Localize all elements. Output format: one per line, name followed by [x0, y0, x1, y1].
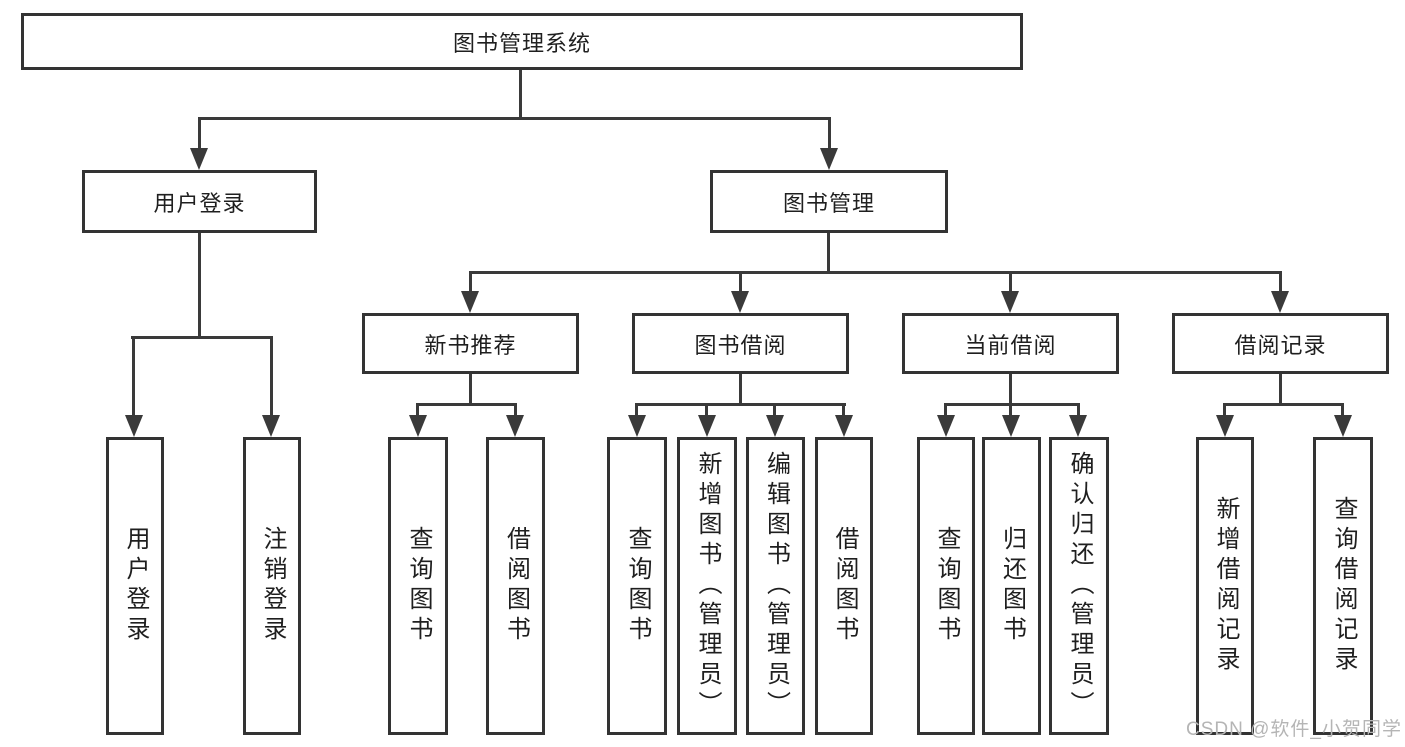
connector-group-bar	[1223, 403, 1344, 406]
connector-level3-bar	[469, 271, 1282, 274]
node-label: 图书管理系统	[452, 30, 591, 56]
connector-stem	[469, 373, 472, 405]
node-add-books-admin: 新增图书（管理员）	[677, 437, 737, 735]
arrow-down-icon	[1002, 415, 1020, 437]
connector-stub	[1009, 271, 1012, 293]
connector-userlogin-stem	[198, 233, 201, 337]
node-new-book-recommendation: 新书推荐	[362, 313, 579, 374]
arrow-down-icon	[766, 415, 784, 437]
connector-level2-bar	[198, 117, 831, 120]
node-label: 用户登录	[153, 190, 246, 216]
arrow-down-icon	[409, 415, 427, 437]
node-label: 新增图书（管理员）	[694, 451, 721, 721]
node-query-books-recommend: 查询图书	[388, 437, 448, 735]
connector-stub	[773, 403, 776, 417]
node-user-login-module: 用户登录	[82, 170, 317, 233]
node-label: 图书借阅	[694, 332, 787, 358]
node-book-borrowing: 图书借阅	[632, 313, 849, 374]
arrow-down-icon	[820, 148, 838, 170]
node-query-books-borrow: 查询图书	[607, 437, 667, 735]
connector-stub	[1009, 403, 1012, 417]
connector-group-bar	[944, 403, 1080, 406]
connector-userlogin-bar	[131, 336, 273, 339]
node-label: 用户登录	[122, 526, 149, 646]
connector-stub	[132, 336, 135, 416]
arrow-down-icon	[262, 415, 280, 437]
connector-stub	[1341, 403, 1344, 417]
connector-stub	[739, 271, 742, 293]
connector-stub	[1279, 271, 1282, 293]
node-label: 新书推荐	[424, 332, 517, 358]
connector-stub	[198, 117, 201, 150]
connector-stem	[1279, 373, 1282, 405]
node-library-management-system: 图书管理系统	[21, 13, 1023, 70]
arrow-down-icon	[1334, 415, 1352, 437]
node-query-books-current: 查询图书	[917, 437, 975, 735]
arrow-down-icon	[1001, 291, 1019, 313]
node-label: 确认归还（管理员）	[1066, 451, 1093, 721]
node-label: 借阅图书	[502, 526, 530, 646]
node-confirm-return-admin: 确认归还（管理员）	[1049, 437, 1109, 735]
connector-group-bar	[635, 403, 846, 406]
connector-stub	[514, 403, 517, 417]
connector-bookmgmt-stem	[827, 233, 830, 274]
node-borrowing-records: 借阅记录	[1172, 313, 1389, 374]
connector-stub	[944, 403, 947, 417]
connector-stub	[842, 403, 845, 417]
arrow-down-icon	[628, 415, 646, 437]
node-label: 查询图书	[933, 526, 960, 646]
node-book-management-module: 图书管理	[710, 170, 948, 233]
node-query-borrow-record: 查询借阅记录	[1313, 437, 1373, 735]
node-label: 编辑图书（管理员）	[762, 451, 790, 721]
arrow-down-icon	[1271, 291, 1289, 313]
watermark-csdn: CSDN @软件_小贺同学	[1186, 719, 1402, 740]
node-label: 借阅图书	[831, 526, 858, 646]
connector-stub	[416, 403, 419, 417]
connector-root-stem	[519, 70, 522, 118]
node-label: 查询借阅记录	[1330, 496, 1357, 676]
node-label: 借阅记录	[1234, 332, 1327, 358]
connector-stem	[739, 373, 742, 405]
arrow-down-icon	[190, 148, 208, 170]
arrow-down-icon	[125, 415, 143, 437]
arrow-down-icon	[835, 415, 853, 437]
arrow-down-icon	[731, 291, 749, 313]
node-logout: 注销登录	[243, 437, 301, 735]
node-label: 查询图书	[624, 526, 651, 646]
node-borrow-books-recommend: 借阅图书	[486, 437, 545, 735]
node-edit-books-admin: 编辑图书（管理员）	[746, 437, 805, 735]
node-label: 图书管理	[782, 190, 875, 216]
arrow-down-icon	[461, 291, 479, 313]
node-label: 新增借阅记录	[1212, 496, 1239, 676]
node-current-borrowing: 当前借阅	[902, 313, 1119, 374]
node-label: 查询图书	[405, 526, 432, 646]
node-return-books: 归还图书	[982, 437, 1041, 735]
connector-stub	[270, 336, 273, 416]
connector-group-bar	[416, 403, 517, 406]
connector-stub	[469, 271, 472, 293]
connector-stub	[1077, 403, 1080, 417]
node-add-borrow-record: 新增借阅记录	[1196, 437, 1254, 735]
node-label: 归还图书	[998, 526, 1026, 646]
node-user-login: 用户登录	[106, 437, 164, 735]
arrow-down-icon	[1216, 415, 1234, 437]
node-label: 当前借阅	[964, 332, 1057, 358]
connector-stem	[1009, 373, 1012, 405]
node-label: 注销登录	[259, 526, 286, 646]
connector-stub	[705, 403, 708, 417]
connector-stub	[635, 403, 638, 417]
arrow-down-icon	[698, 415, 716, 437]
connector-stub	[828, 117, 831, 150]
arrow-down-icon	[1069, 415, 1087, 437]
arrow-down-icon	[506, 415, 524, 437]
arrow-down-icon	[937, 415, 955, 437]
connector-stub	[1223, 403, 1226, 417]
node-borrow-books: 借阅图书	[815, 437, 873, 735]
